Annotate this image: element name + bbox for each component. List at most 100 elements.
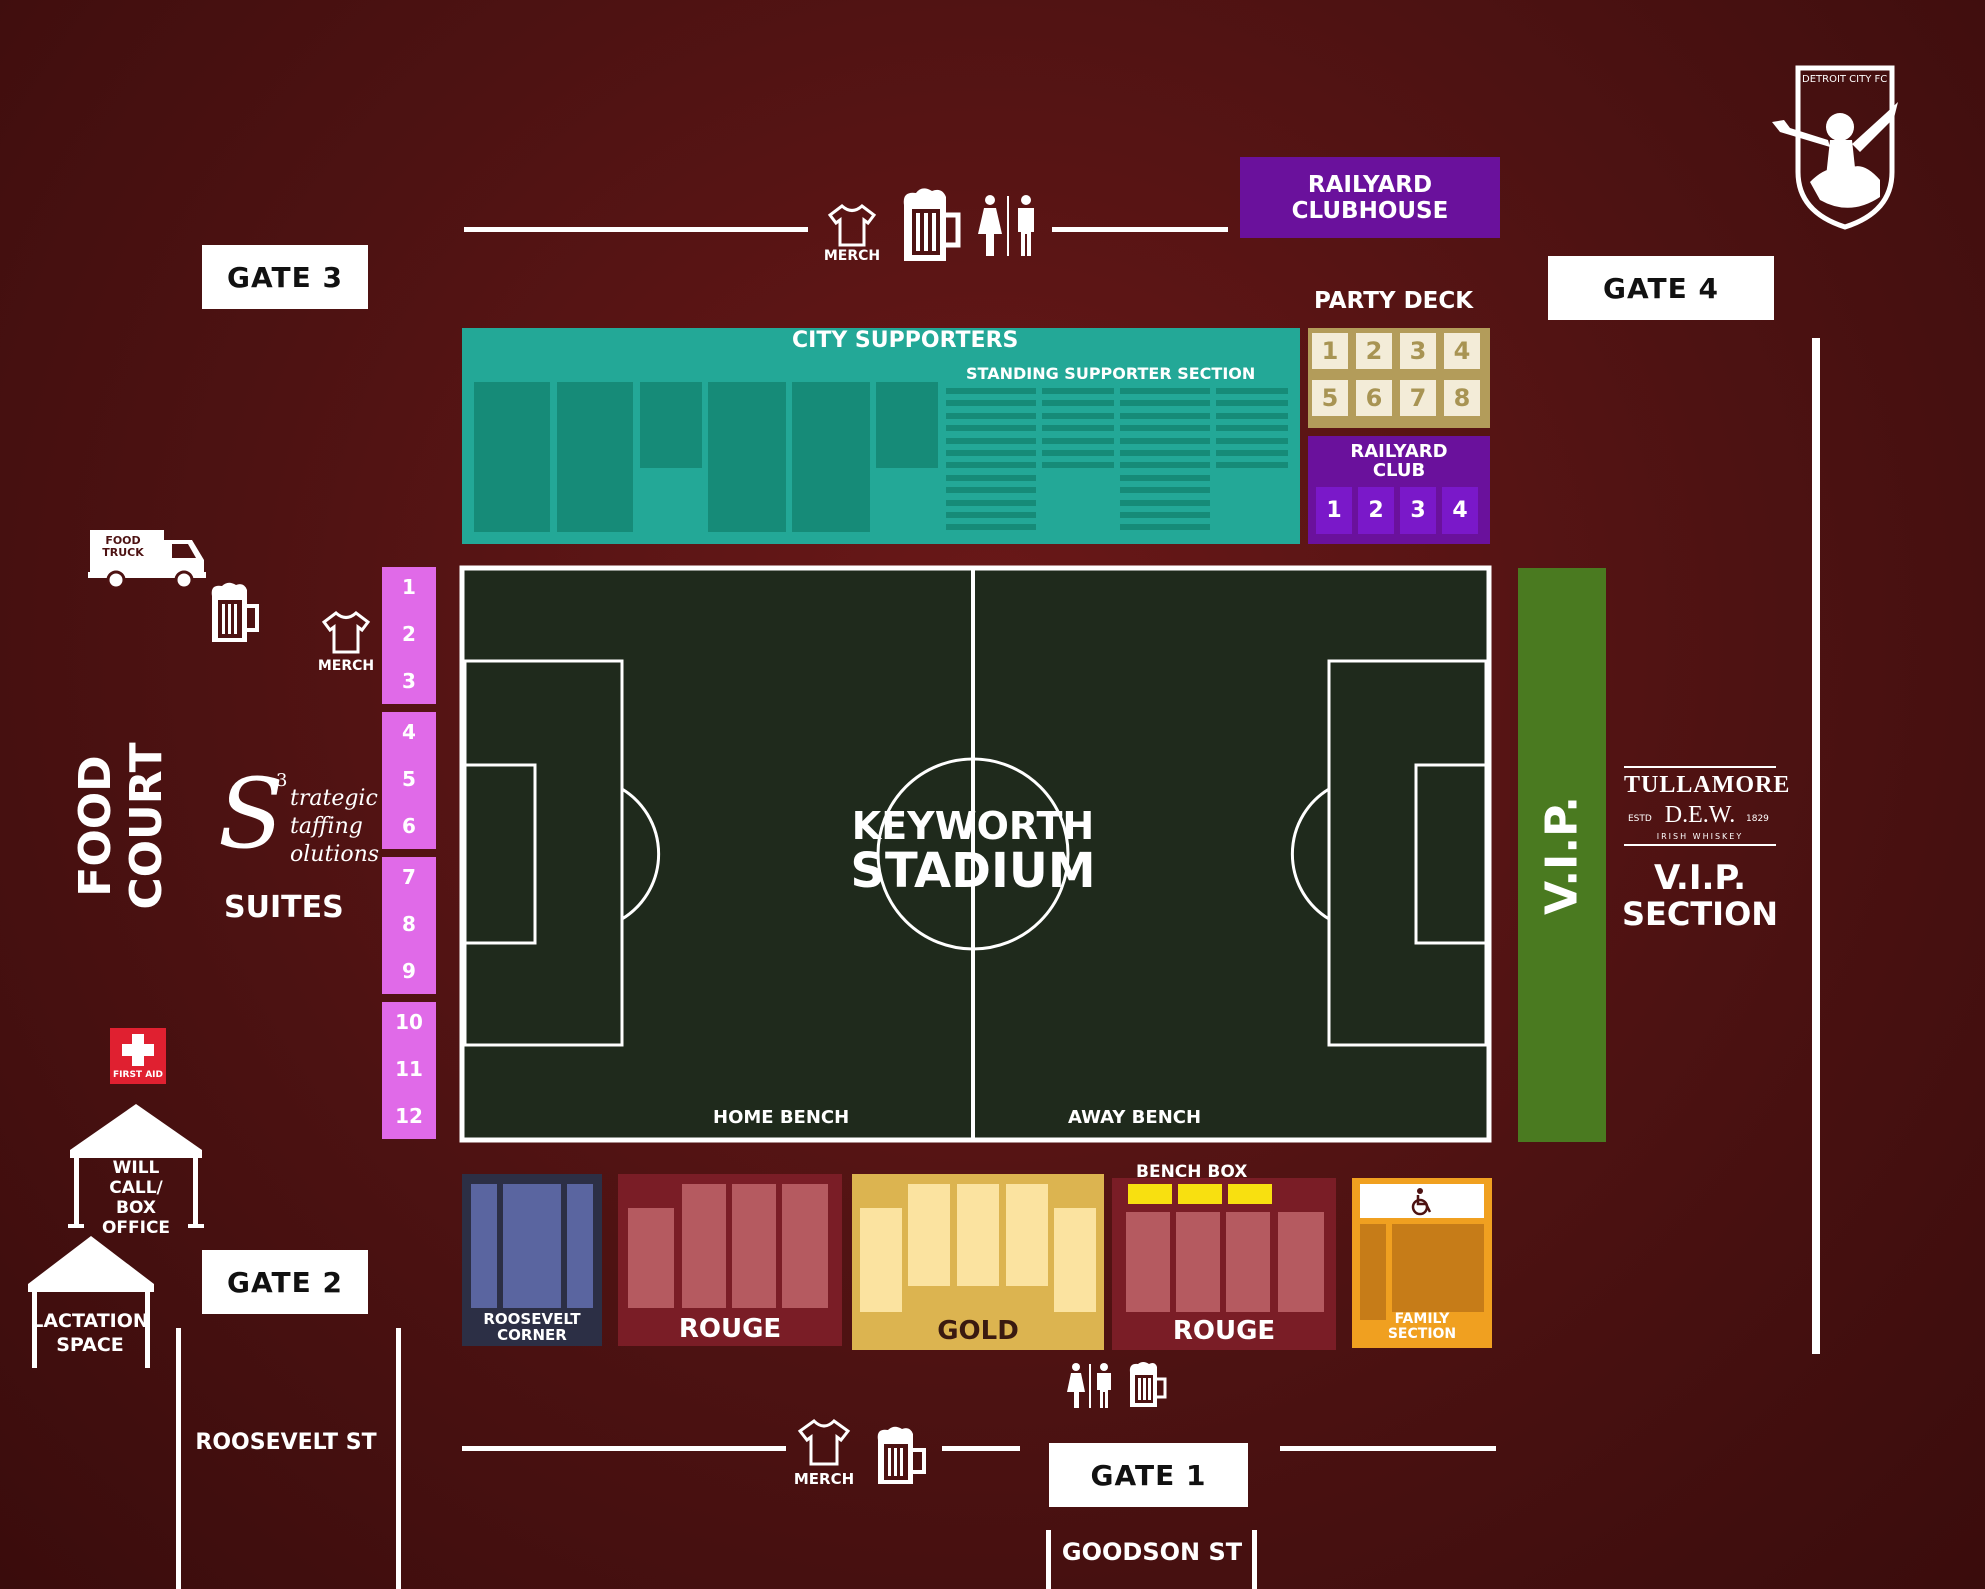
seat-block	[782, 1184, 828, 1308]
food-truck-icon: FOOD TRUCK	[88, 526, 208, 590]
lactation-line2: SPACE	[56, 1334, 124, 1356]
suite-number[interactable]: 10	[395, 1010, 423, 1034]
supporter-block	[876, 382, 938, 468]
standing-stripe	[1216, 437, 1288, 444]
suite-number[interactable]: 4	[402, 720, 416, 744]
suite-number[interactable]: 1	[402, 575, 416, 599]
will-call-line2: CALL/	[109, 1178, 163, 1198]
accessible-seating	[1360, 1184, 1484, 1218]
logo-club-text: DETROIT CITY FC	[1802, 74, 1887, 85]
standing-stripe	[1216, 388, 1288, 394]
suite-number[interactable]: 9	[402, 959, 416, 983]
standing-stripe	[1120, 412, 1210, 419]
seat-block	[1360, 1224, 1386, 1320]
goodson-line-left	[1046, 1530, 1051, 1589]
rouge-section-left[interactable]: ROUGE	[618, 1174, 842, 1346]
city-supporters-section[interactable]: CITY SUPPORTERS STANDING SUPPORTER SECTI…	[462, 328, 1300, 544]
standing-stripe	[946, 474, 1036, 481]
standing-stripe	[1042, 400, 1114, 407]
bench-box-seat	[1178, 1184, 1222, 1204]
seat-block	[1278, 1212, 1324, 1312]
tshirt-icon	[796, 1418, 852, 1466]
bottom-walkway-line-2	[942, 1446, 1020, 1451]
bottom-walkway-line-1	[462, 1446, 786, 1451]
suite-number[interactable]: 7	[402, 865, 416, 889]
railyard-club[interactable]: RAILYARD CLUB 1 2 3 4	[1308, 436, 1490, 544]
tullamore-line1: TULLAMORE	[1624, 772, 1791, 798]
railyard-club-box[interactable]: 4	[1442, 487, 1478, 534]
party-deck-box[interactable]: 5	[1312, 380, 1348, 416]
suites-block-4[interactable]	[382, 1002, 436, 1139]
suites-block-2[interactable]	[382, 712, 436, 849]
standing-stripe	[1120, 474, 1210, 481]
party-deck-box[interactable]: 7	[1400, 380, 1436, 416]
merch-label-top: MERCH	[823, 248, 881, 264]
standing-stripe	[1120, 499, 1210, 506]
standing-stripe	[946, 512, 1036, 518]
suite-number[interactable]: 8	[402, 912, 416, 936]
party-deck-box[interactable]: 2	[1356, 333, 1392, 369]
vip-bar[interactable]: V.I.P.	[1518, 568, 1606, 1142]
family-line2: SECTION	[1387, 1326, 1457, 1342]
standing-stripe	[946, 450, 1036, 456]
gate-1[interactable]: GATE 1	[1049, 1443, 1248, 1507]
beer-icon	[896, 185, 962, 265]
seat-block	[732, 1184, 776, 1308]
railyard-club-box[interactable]: 3	[1400, 487, 1436, 534]
suite-number[interactable]: 11	[395, 1057, 423, 1081]
suite-number[interactable]: 5	[402, 767, 416, 791]
party-deck[interactable]: 1 2 3 4 5 6 7 8	[1308, 328, 1490, 428]
railyard-clubhouse[interactable]: RAILYARD CLUBHOUSE	[1240, 157, 1500, 238]
supporter-block	[640, 382, 702, 468]
tent-icon-will-call	[68, 1102, 204, 1232]
railyard-club-box[interactable]: 2	[1358, 487, 1394, 534]
party-deck-box[interactable]: 1	[1312, 333, 1348, 369]
detroit-city-fc-logo: DETROIT CITY FC	[1760, 62, 1900, 230]
restroom-icon	[976, 194, 1040, 258]
standing-stripe	[946, 400, 1036, 407]
party-deck-box[interactable]: 8	[1444, 380, 1480, 416]
merch-label-bottom: MERCH	[793, 1470, 855, 1488]
gate-3[interactable]: GATE 3	[202, 245, 368, 309]
tullamore-estd: ESTD	[1628, 814, 1652, 824]
stadium-name-line2: STADIUM	[850, 843, 1096, 899]
roosevelt-corner-section[interactable]: ROOSEVELT CORNER	[462, 1174, 602, 1346]
standing-stripe	[1120, 437, 1210, 444]
party-deck-box[interactable]: 4	[1444, 333, 1480, 369]
gold-label: GOLD	[937, 1316, 1019, 1346]
gate-2[interactable]: GATE 2	[202, 1250, 368, 1314]
tullamore-sub: IRISH WHISKEY	[1656, 832, 1744, 841]
suite-number[interactable]: 6	[402, 814, 416, 838]
standing-stripe	[1120, 462, 1210, 469]
standing-stripe	[946, 499, 1036, 506]
seat-block	[1006, 1184, 1048, 1286]
standing-stripe	[1120, 450, 1210, 456]
supporters-subtitle: STANDING SUPPORTER SECTION	[966, 364, 1256, 383]
seat-block	[628, 1208, 674, 1308]
party-deck-box[interactable]: 6	[1356, 380, 1392, 416]
lactation-line1: LACTATION	[31, 1310, 149, 1332]
seat-block	[1126, 1212, 1170, 1312]
suites-block-1[interactable]	[382, 567, 436, 704]
soccer-field: KEYWORTH STADIUM HOME BENCH AWAY BENCH	[459, 565, 1492, 1143]
railyard-club-box[interactable]: 1	[1316, 487, 1352, 534]
goodson-street-label: GOODSON ST	[1061, 1538, 1243, 1566]
seat-block	[1392, 1224, 1484, 1312]
seat-block	[682, 1184, 726, 1308]
gate-4[interactable]: GATE 4	[1548, 256, 1774, 320]
party-deck-title: PARTY DECK	[1314, 288, 1474, 314]
family-section[interactable]: FAMILY SECTION	[1352, 1178, 1492, 1348]
rouge-section-right[interactable]: ROUGE	[1112, 1178, 1336, 1350]
suite-number[interactable]: 2	[402, 622, 416, 646]
suite-number[interactable]: 12	[395, 1104, 423, 1128]
home-bench-label: HOME BENCH	[713, 1107, 850, 1128]
railyard-club-line1: RAILYARD	[1350, 441, 1448, 462]
clubhouse-line1: RAILYARD	[1307, 171, 1433, 198]
east-walkway-line	[1812, 338, 1820, 1354]
tullamore-line2: D.E.W.	[1664, 802, 1736, 828]
party-deck-box[interactable]: 3	[1400, 333, 1436, 369]
suites-block-3[interactable]	[382, 857, 436, 994]
supporters-title: CITY SUPPORTERS	[792, 328, 1019, 353]
gold-section[interactable]: GOLD	[852, 1174, 1104, 1350]
suite-number[interactable]: 3	[402, 669, 416, 693]
